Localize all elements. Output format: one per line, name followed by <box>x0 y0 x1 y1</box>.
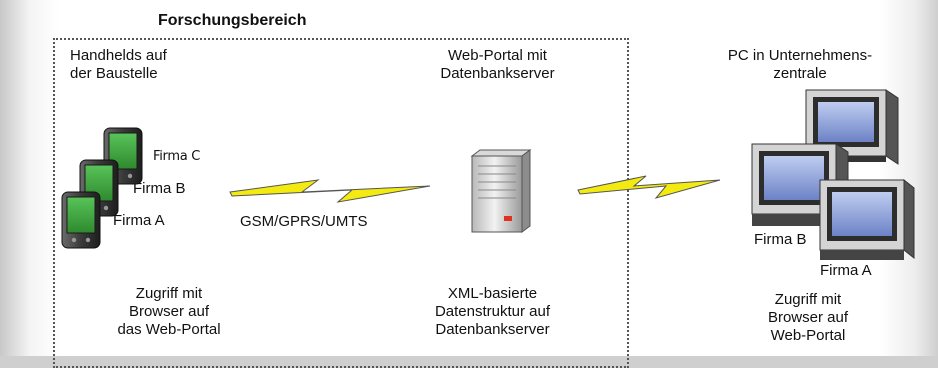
server-heading-line1: Web-Portal mit <box>448 47 547 64</box>
server-caption-line1: XML-basierte <box>447 285 538 302</box>
pcs-access-line3: Web-Portal <box>770 327 846 344</box>
handhelds-access-line2: Browser auf <box>128 303 210 320</box>
handheld-firm-b-label: Firma B <box>133 180 186 197</box>
handhelds-access-line1: Zugriff mit <box>135 285 203 302</box>
handheld-a-icon <box>61 191 101 249</box>
handheld-firm-c-label: Firma C <box>153 149 200 164</box>
wireless-link-bolt-icon <box>229 179 431 203</box>
internet-link-bolt-icon <box>577 175 721 199</box>
server-caption-line2: Datenstruktur auf <box>434 303 551 320</box>
handhelds-access-line3: das Web-Portal <box>117 321 221 338</box>
server-heading-line2: Datenbankserver <box>440 65 555 82</box>
pc-firm-a-icon <box>819 178 915 260</box>
pcs-heading-line2: zentrale <box>773 65 827 82</box>
diagram-graphics <box>61 89 915 260</box>
pcs-access-line1: Zugriff mit <box>774 291 842 308</box>
database-server-icon <box>470 149 532 233</box>
pc-firm-b-icon <box>751 143 849 226</box>
pc-firm-a-label: Firma A <box>820 262 872 279</box>
research-area-title: Forschungsbereich <box>155 12 310 30</box>
handhelds-heading-line1: Handhelds auf <box>70 47 167 64</box>
pc-firm-b-label: Firma B <box>754 231 807 248</box>
server-caption-line3: Datenbankserver <box>435 321 550 338</box>
link-label: GSM/GPRS/UMTS <box>240 213 368 230</box>
pcs-heading-line1: PC in Unternehmens- <box>727 47 873 64</box>
pcs-access-line2: Browser auf <box>767 309 849 326</box>
handhelds-heading-line2: der Baustelle <box>70 65 158 82</box>
handheld-firm-a-label: Firma A <box>113 212 165 229</box>
